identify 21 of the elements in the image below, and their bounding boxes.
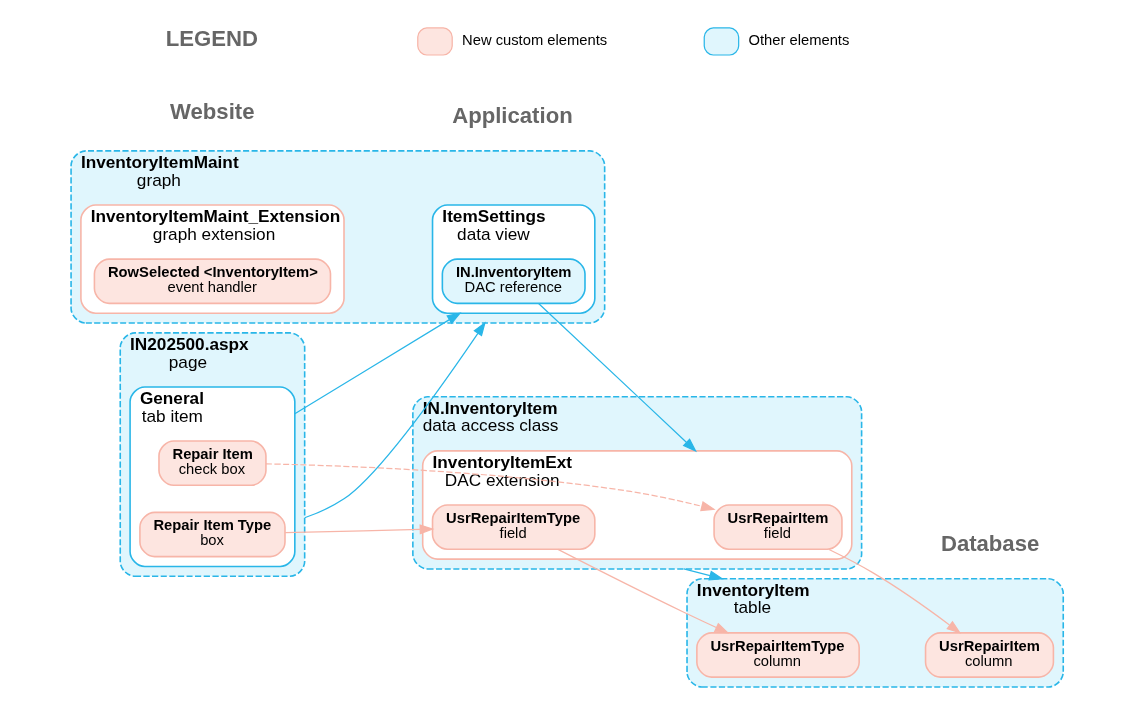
legend-label: Other elements bbox=[748, 32, 849, 49]
node-box: UsrRepairItemType field bbox=[431, 504, 596, 551]
label: Database bbox=[940, 530, 1039, 556]
arrow bbox=[682, 568, 724, 581]
node-box: UsrRepairItemType column bbox=[695, 632, 860, 678]
node-box: Repair Item Type box bbox=[138, 511, 286, 558]
node-box: RowSelected <InventoryItem> event handler bbox=[93, 258, 331, 305]
arrow bbox=[284, 524, 434, 535]
legend-label: New custom elements bbox=[461, 32, 607, 49]
node-box: UsrRepairItem field bbox=[712, 504, 843, 551]
node-box: Repair Item check box bbox=[157, 440, 267, 487]
label: Application bbox=[451, 103, 573, 129]
arrow bbox=[303, 321, 486, 519]
label: Website bbox=[169, 99, 254, 125]
arrow bbox=[293, 312, 462, 415]
label: LEGEND bbox=[165, 25, 258, 51]
arrow bbox=[264, 463, 716, 512]
arrow bbox=[827, 548, 961, 634]
node-box: UsrRepairItem column bbox=[924, 632, 1054, 678]
node-box: IN.InventoryItem DAC reference bbox=[441, 258, 586, 305]
arrow bbox=[537, 302, 697, 453]
